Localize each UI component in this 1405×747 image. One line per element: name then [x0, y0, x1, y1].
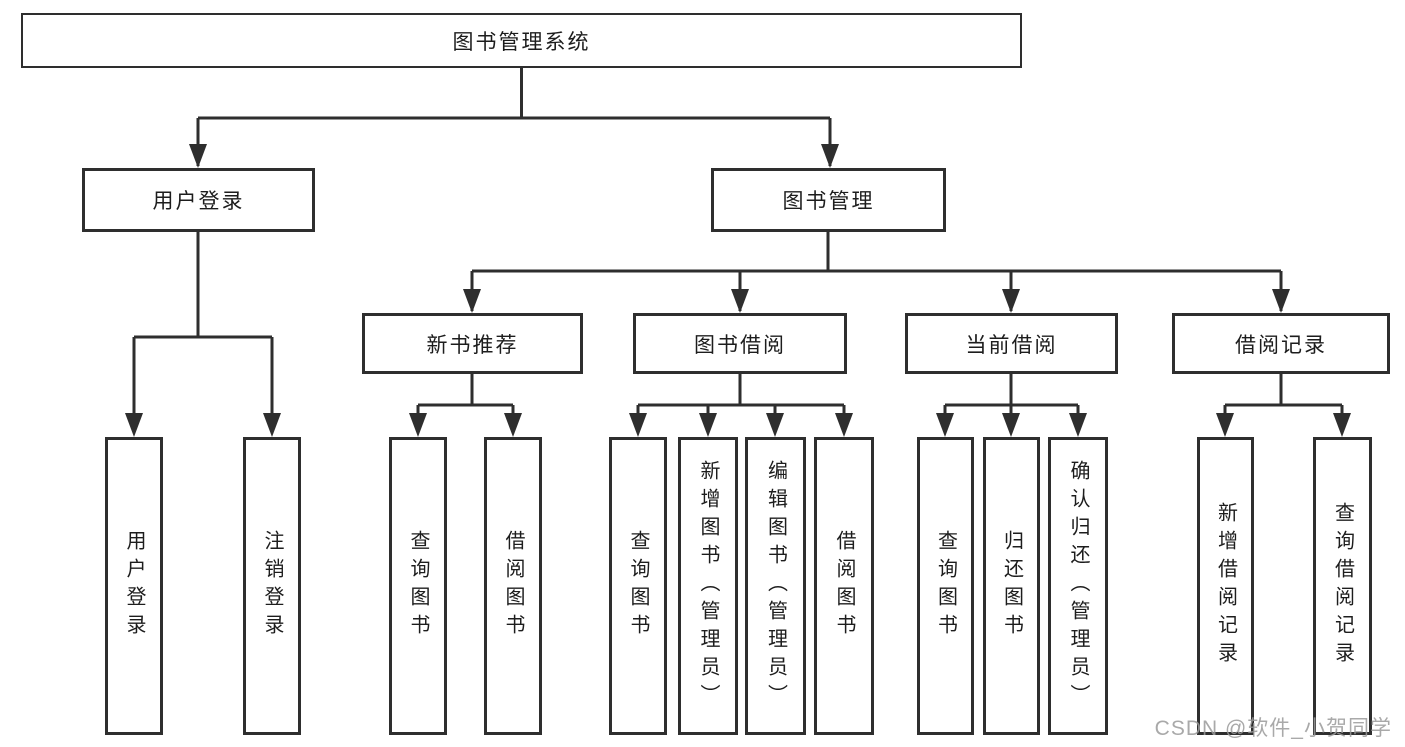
- node-label: 图书管理系统: [452, 30, 591, 54]
- node-label: 新增借阅记录: [1214, 502, 1237, 670]
- leaf-logout: 注销登录: [243, 437, 301, 735]
- leaf-borrow-add-books-admin: 新增图书（管理员）: [678, 437, 738, 735]
- leaf-user-login: 用户登录: [105, 437, 163, 735]
- leaf-newbook-borrow-books: 借阅图书: [484, 437, 542, 735]
- leaf-borrow-borrow-books: 借阅图书: [814, 437, 874, 735]
- connector-bookborrow-to-leaves: [636, 374, 846, 433]
- node-label: 图书借阅: [694, 333, 786, 357]
- leaf-current-return-books: 归还图书: [983, 437, 1040, 735]
- arrowheads: [125, 144, 1351, 437]
- node-label: 当前借阅: [965, 333, 1058, 357]
- node-label: 借阅图书: [833, 530, 855, 642]
- node-label: 新书推荐: [426, 333, 519, 357]
- node-label: 借阅记录: [1235, 333, 1327, 357]
- node-label: 查询图书: [627, 530, 649, 642]
- node-book-borrow: 图书借阅: [633, 313, 847, 374]
- leaf-records-add-record: 新增借阅记录: [1197, 437, 1254, 735]
- node-borrow-records: 借阅记录: [1172, 313, 1390, 374]
- node-label: 查询图书: [407, 530, 429, 642]
- node-label: 用户登录: [152, 190, 245, 213]
- node-label: 编辑图书（管理员）: [764, 460, 787, 712]
- node-label: 用户登录: [123, 530, 145, 642]
- connector-root-to-level2: [196, 68, 832, 166]
- connector-newbook-to-leaves: [416, 374, 515, 433]
- leaf-current-query-books: 查询图书: [917, 437, 974, 735]
- node-label: 图书管理: [782, 190, 875, 213]
- node-label: 查询图书: [934, 530, 957, 642]
- csdn-watermark: CSDN @软件_小贺同学: [1154, 717, 1392, 740]
- node-label: 借阅图书: [502, 530, 524, 642]
- node-label: 注销登录: [261, 530, 283, 642]
- node-current-borrow: 当前借阅: [905, 313, 1118, 374]
- leaf-records-query-record: 查询借阅记录: [1313, 437, 1372, 735]
- node-label: 新增图书（管理员）: [697, 460, 719, 712]
- leaf-borrow-edit-books-admin: 编辑图书（管理员）: [745, 437, 806, 735]
- node-new-book-recommend: 新书推荐: [362, 313, 583, 374]
- node-user-login: 用户登录: [82, 168, 315, 232]
- leaf-current-confirm-return-admin: 确认归还（管理员）: [1048, 437, 1108, 735]
- node-label: 归还图书: [1000, 530, 1023, 642]
- connector-borrowrecord-to-leaves: [1223, 374, 1344, 433]
- leaf-newbook-query-books: 查询图书: [389, 437, 447, 735]
- node-book-management: 图书管理: [711, 168, 946, 232]
- node-label: 查询借阅记录: [1331, 502, 1354, 670]
- leaf-borrow-query-books: 查询图书: [609, 437, 667, 735]
- connector-userlogin-to-leaves: [132, 232, 274, 433]
- connector-bookmgmt-to-level3: [470, 232, 1283, 311]
- node-label: 确认归还（管理员）: [1067, 460, 1089, 712]
- node-root-library-system: 图书管理系统: [21, 13, 1022, 68]
